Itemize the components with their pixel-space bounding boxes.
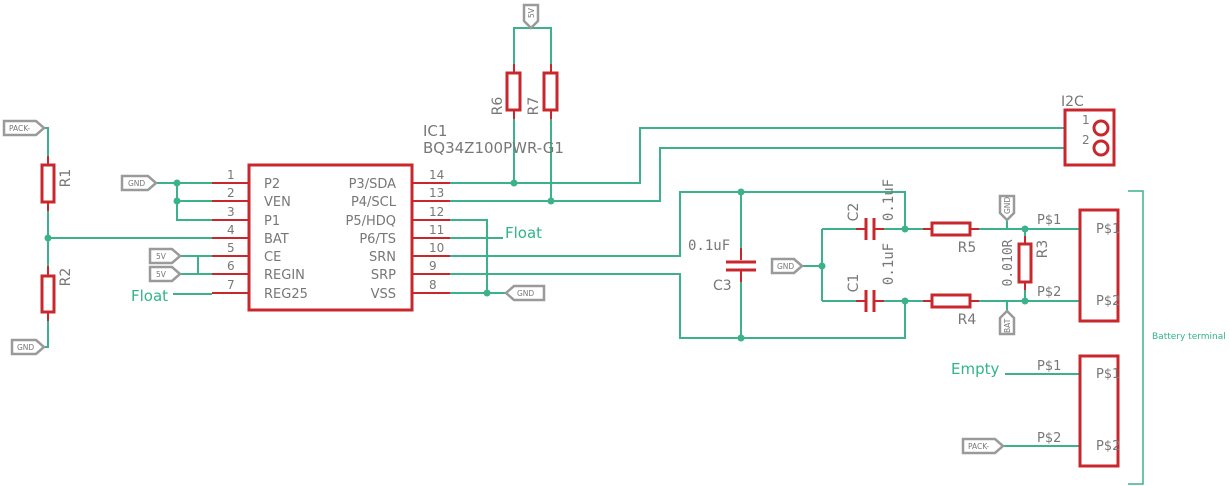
- port-gnd-caps[interactable]: GND: [770, 257, 804, 275]
- ic1-pin13-label: P4/SCL: [351, 195, 397, 210]
- port-gnd-ic[interactable]: GND: [120, 174, 158, 192]
- ic1-pin11-num: 11: [429, 223, 444, 237]
- net-label-float-ts: Float: [505, 224, 542, 242]
- terminal-top-pin1-outer: P$1: [1037, 213, 1061, 228]
- junctions: [44, 179, 1029, 342]
- resistor-r7[interactable]: R7: [526, 64, 559, 119]
- ic1-pin1-label: P2: [264, 177, 280, 192]
- terminal-top-pin1-inner: P$1: [1096, 222, 1120, 237]
- ic1-pin10-label: SRN: [369, 250, 396, 265]
- r4-label: R4: [958, 312, 977, 328]
- ic1-pin6-num: 6: [227, 259, 235, 273]
- port-pack-top[interactable]: PACK-: [2, 119, 46, 137]
- c2-value: 0.1uF: [881, 179, 897, 221]
- port-gnd-r3-label: GND: [1003, 197, 1012, 214]
- r3-label: R3: [1035, 240, 1051, 259]
- terminal-top-pin2-outer: P$2: [1037, 285, 1061, 300]
- ic1-pin10-num: 10: [429, 241, 444, 255]
- battery-terminal-bottom[interactable]: P$1 P$1 P$2 P$2: [1037, 354, 1120, 468]
- c2-label: C2: [846, 203, 862, 222]
- ic1-pin13-num: 13: [429, 186, 444, 200]
- resistor-r6[interactable]: R6: [490, 64, 522, 119]
- terminal-bottom-pin2-outer: P$2: [1037, 431, 1061, 446]
- resistor-r4[interactable]: R4: [923, 293, 979, 328]
- terminal-top-pin2-inner: P$2: [1096, 294, 1120, 309]
- port-5v-pullup-label: 5V: [527, 7, 536, 18]
- ic1[interactable]: IC1 BQ34Z100PWR-G1 1 2 3 4 5 6 7 P2 VEN …: [212, 122, 564, 312]
- terminal-bottom-pin2-inner: P$2: [1096, 439, 1120, 454]
- c3-value: 0.1uF: [688, 238, 730, 254]
- i2c-pin1-num: 1: [1082, 113, 1090, 127]
- ic1-pin4-label: BAT: [264, 232, 289, 247]
- port-pack-top-label: PACK-: [9, 124, 30, 133]
- ic1-pin14-label: P3/SDA: [349, 177, 397, 192]
- c1-value: 0.1uF: [881, 243, 897, 285]
- net-label-empty: Empty: [951, 360, 999, 378]
- ic1-pin1-num: 1: [227, 168, 235, 182]
- resistor-r1[interactable]: R1: [40, 156, 74, 211]
- net-label-float-reg25: Float: [131, 287, 168, 305]
- resistor-r3[interactable]: R3 0.010R: [1001, 236, 1051, 290]
- capacitor-c1[interactable]: C1 0.1uF: [846, 243, 897, 312]
- ic1-pin3-label: P1: [264, 214, 280, 229]
- port-5v-ce-label: 5V: [156, 252, 167, 261]
- port-gnd-r2[interactable]: GND: [10, 338, 46, 356]
- battery-terminal-label: Battery terminal: [1152, 332, 1226, 342]
- capacitor-c3[interactable]: 0.1uF C3: [688, 238, 756, 294]
- r6-label: R6: [490, 97, 506, 116]
- port-5v-regin[interactable]: 5V: [148, 265, 182, 283]
- ic1-pin8-label: VSS: [371, 287, 396, 302]
- port-5v-ce[interactable]: 5V: [148, 247, 182, 265]
- port-pack-bottom-label: PACK-: [968, 442, 989, 451]
- ic1-pin2-label: VEN: [264, 195, 291, 210]
- ic1-pin11-label: P6/TS: [359, 232, 396, 247]
- r2-label: R2: [58, 268, 74, 287]
- ic1-pin7-label: REG25: [264, 287, 308, 302]
- port-gnd-caps-label: GND: [777, 262, 794, 271]
- port-gnd-vss-label: GND: [517, 289, 534, 298]
- ic1-pin3-num: 3: [227, 205, 235, 219]
- resistor-r5[interactable]: R5: [923, 221, 979, 256]
- ic1-name: IC1: [423, 122, 447, 140]
- battery-terminal-top[interactable]: P$1 P$1 P$2 P$2: [1037, 208, 1120, 323]
- r5-label: R5: [958, 240, 977, 256]
- port-5v-pullup[interactable]: 5V: [522, 3, 540, 30]
- ic1-pin7-num: 7: [227, 278, 235, 292]
- port-pack-bottom[interactable]: PACK-: [961, 437, 1005, 455]
- ic1-pin2-num: 2: [227, 186, 235, 200]
- c3-label: C3: [713, 278, 732, 294]
- ic1-pin4-num: 4: [227, 223, 235, 237]
- port-gnd-r2-label: GND: [17, 343, 34, 352]
- ic1-pin9-num: 9: [429, 259, 437, 273]
- ic1-pin5-label: CE: [264, 250, 281, 265]
- ic1-part-number: BQ34Z100PWR-G1: [423, 139, 564, 157]
- port-bat-r3-label: BAT: [1003, 318, 1012, 333]
- terminal-bottom-pin1-inner: P$1: [1096, 367, 1120, 382]
- ic1-pin12-label: P5/HDQ: [345, 214, 396, 229]
- ic1-pin6-label: REGIN: [264, 268, 305, 283]
- port-gnd-ic-label: GND: [128, 179, 145, 188]
- ic1-pin5-num: 5: [227, 241, 235, 255]
- r7-label: R7: [526, 97, 542, 116]
- wires: [44, 27, 1144, 485]
- c1-label: C1: [846, 274, 862, 293]
- resistor-r2[interactable]: R2: [40, 266, 74, 321]
- connector-i2c[interactable]: I2C 1 2: [1061, 94, 1116, 167]
- i2c-pin2-num: 2: [1082, 133, 1090, 147]
- port-gnd-vss[interactable]: GND: [504, 284, 546, 302]
- port-gnd-r3[interactable]: GND: [998, 194, 1016, 222]
- ic1-pin8-num: 8: [429, 278, 437, 292]
- terminal-bottom-pin1-outer: P$1: [1037, 359, 1061, 374]
- port-5v-regin-label: 5V: [156, 270, 167, 279]
- i2c-label: I2C: [1061, 94, 1084, 110]
- ic1-pin12-num: 12: [429, 205, 444, 219]
- r1-label: R1: [58, 169, 74, 188]
- capacitor-c2[interactable]: C2 0.1uF: [846, 179, 897, 240]
- r3-value: 0.010R: [1001, 239, 1016, 286]
- ic1-pin14-num: 14: [429, 168, 444, 182]
- ic1-pin9-label: SRP: [371, 268, 396, 283]
- port-bat-r3[interactable]: BAT: [998, 309, 1016, 336]
